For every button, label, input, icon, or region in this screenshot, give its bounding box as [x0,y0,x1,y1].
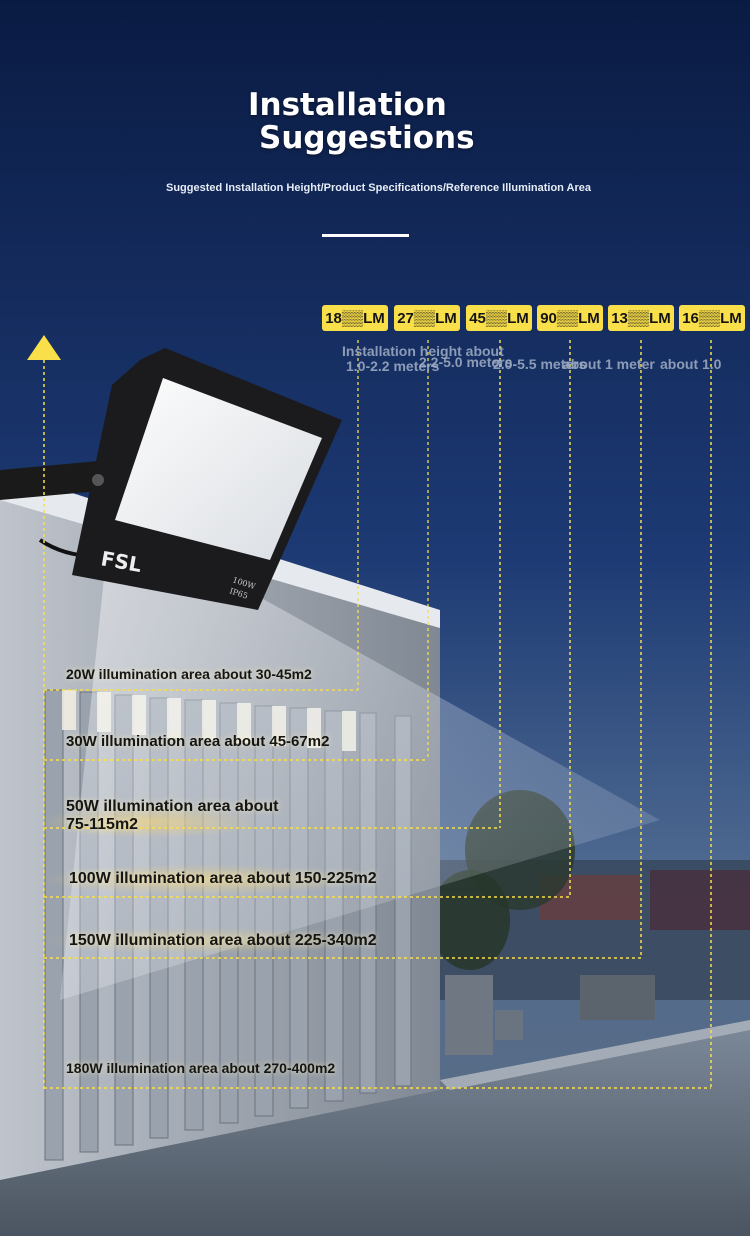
lumen-badge: 13▒▒LM [608,305,674,331]
title-divider [322,234,409,237]
up-arrow-icon [27,335,61,360]
lumen-badge: 45▒▒LM [466,305,532,331]
height-note: about 1.0 [660,356,722,372]
lumen-badge: 27▒▒LM [394,305,460,331]
lumen-badge: 90▒▒LM [537,305,603,331]
lumen-badge: 18▒▒LM [322,305,388,331]
height-note-label: Installation height about [342,343,504,359]
area-label-100w: 100W illumination area about 150-225m2 [69,870,377,887]
height-note: about 1 meter [563,356,655,372]
height-note: 2.2-5.0 meters [419,354,513,370]
flood-light-product: FSL 100W IP65 [0,348,342,610]
area-label-20w: 20W illumination area about 30-45m2 [66,666,312,682]
area-label-30w: 30W illumination area about 45-67m2 [66,733,330,750]
area-label-180w: 180W illumination area about 270-400m2 [66,1060,336,1076]
lumen-badge: 16▒▒LM [679,305,745,331]
spec-guides [357,340,712,1088]
area-guides [44,689,711,1089]
page-subtitle: Suggested Installation Height/Product Sp… [166,182,592,194]
page-title-line2: Suggestions [259,120,475,156]
area-label-50w: 50W illumination area about 75-115m2 [66,798,279,833]
height-note: 1.0-2.2 meters [346,358,440,374]
area-label-150w: 150W illumination area about 225-340m2 [69,932,377,949]
page-title-line1: Installation [248,87,447,123]
height-note: 2.0-5.5 meters [493,356,587,372]
